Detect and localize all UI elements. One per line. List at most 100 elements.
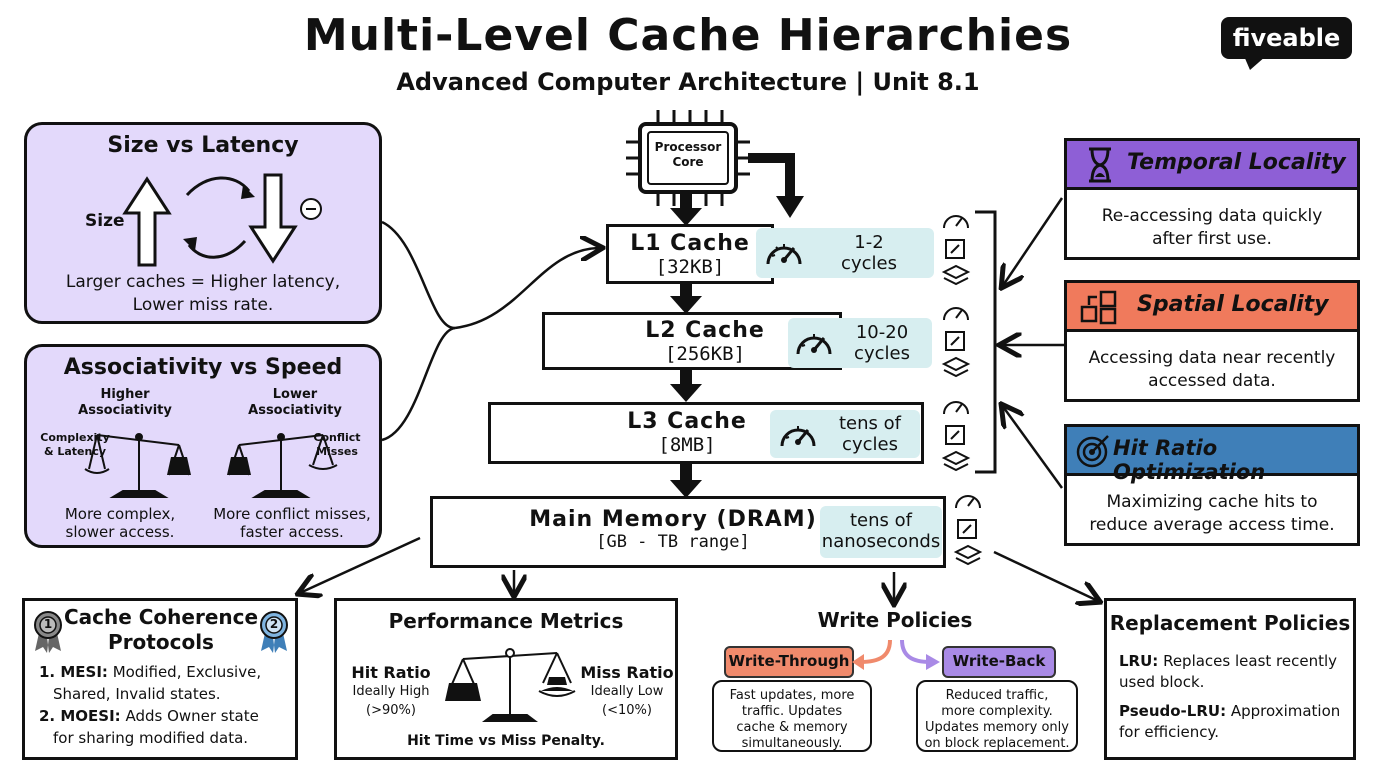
spatial-locality-title: Spatial Locality xyxy=(1137,292,1329,317)
l3-cache-size: [8MB] xyxy=(658,434,716,456)
higher-assoc-caption-line2: slower access. xyxy=(65,523,175,541)
l3-cache-name: L3 Cache xyxy=(627,409,747,434)
spatial-locality-card: Spatial Locality Accessing data near rec… xyxy=(1064,280,1360,402)
badge-1-icon xyxy=(34,611,62,653)
higher-assoc-line1: Higher xyxy=(100,387,150,402)
main-memory-latency-line1: tens of xyxy=(850,510,912,531)
write-through-note: Fast updates, more traffic. Updates cach… xyxy=(712,680,872,752)
miss-ratio-sub2: (<10%) xyxy=(602,703,652,718)
gauge-icon xyxy=(766,244,802,265)
hit-ratio-body-line2: reduce average access time. xyxy=(1089,515,1335,535)
hit-ratio-label: Hit Ratio xyxy=(351,663,431,682)
write-through-note-line2: traffic. Updates xyxy=(741,704,843,719)
main-memory-name: Main Memory (DRAM) xyxy=(529,507,817,532)
write-back-note: Reduced traffic, more complexity. Update… xyxy=(916,680,1078,752)
l3-latency-line2: cycles xyxy=(842,434,898,455)
write-policies-section: Write Policies Write-Through Write-Back … xyxy=(700,600,1090,760)
miss-ratio-sub1: Ideally Low xyxy=(590,684,664,699)
l1-latency-line2: cycles xyxy=(841,253,897,274)
main-memory-latency-line2: nanoseconds xyxy=(821,531,941,552)
hit-ratio-sub2: (>90%) xyxy=(366,703,416,718)
page-subtitle: Advanced Computer Architecture | Unit 8.… xyxy=(396,68,980,96)
chip-icon xyxy=(626,110,750,206)
coherence-title-line1: Cache Coherence xyxy=(63,605,259,629)
temporal-locality-header xyxy=(1067,141,1357,190)
complexity-weight-line1: Complexity xyxy=(40,431,110,444)
main-memory-latency-badge: tens of nanoseconds xyxy=(820,506,942,558)
l2-latency-line1: 10-20 xyxy=(855,322,909,343)
size-latency-caption-line2: Lower miss rate. xyxy=(132,295,274,315)
metric-icons-l3 xyxy=(941,401,971,472)
hit-ratio-optimization-card: Hit Ratio Optimization Maximizing cache … xyxy=(1064,424,1360,546)
l1-cache-box: L1 Cache [32KB] xyxy=(606,224,774,284)
metric-icons-memory xyxy=(953,495,983,566)
l2-cache-name: L2 Cache xyxy=(645,318,765,343)
metrics-title: Performance Metrics xyxy=(388,609,624,633)
metric-icons-l1 xyxy=(941,215,971,286)
l1-latency-line1: 1-2 xyxy=(854,232,884,253)
size-vs-latency-card: Size vs Latency Size Larger caches = Hig… xyxy=(24,122,382,324)
blocks-icon xyxy=(1080,290,1117,325)
plru-line1: Approximation xyxy=(1226,702,1341,720)
processor-label-line2: Core xyxy=(672,155,704,169)
badge-1-number: 1 xyxy=(43,617,53,631)
lower-assoc-line2: Associativity xyxy=(248,403,342,418)
write-through-note-line1: Fast updates, more xyxy=(729,688,855,703)
hit-ratio-sub1: Ideally High xyxy=(352,684,430,699)
badge-2-number: 2 xyxy=(269,617,279,631)
hit-ratio-optimization-title: Hit Ratio Optimization xyxy=(1113,436,1266,484)
spatial-locality-body-line2: accessed data. xyxy=(1148,371,1276,391)
l3-latency-badge: tens of cycles xyxy=(770,410,920,458)
complexity-weight-line2: & Latency xyxy=(43,445,107,458)
performance-metrics-card: Performance Metrics Hit Ratio Ideally Hi… xyxy=(334,598,678,760)
l2-latency-badge: 10-20 cycles xyxy=(788,318,932,368)
write-back-note-line1: Reduced traffic, xyxy=(945,688,1049,703)
metrics-balance-icon xyxy=(445,648,576,722)
assoc-vs-speed-title: Associativity vs Speed xyxy=(63,355,343,380)
badge-2-icon xyxy=(260,611,288,653)
page-title: Multi-Level Cache Hierarchies xyxy=(303,10,1073,61)
logo-tail-icon xyxy=(1244,56,1266,70)
replacement-title: Replacement Policies xyxy=(1109,611,1351,635)
lru-line2: used block. xyxy=(1119,673,1205,691)
temporal-locality-card: Temporal Locality Re-accessing data quic… xyxy=(1064,138,1360,260)
spatial-locality-body-line1: Accessing data near recently xyxy=(1088,348,1336,368)
lru-prefix: LRU: xyxy=(1119,652,1159,670)
write-back-note-line3: Updates memory only xyxy=(925,720,1069,735)
l1-cache-name: L1 Cache xyxy=(630,231,750,256)
balance-scales-icon xyxy=(84,433,338,498)
temporal-locality-body-line1: Re-accessing data quickly xyxy=(1101,206,1323,226)
higher-assoc-caption-line1: More complex, xyxy=(64,505,176,523)
miss-ratio-label: Miss Ratio xyxy=(580,663,674,682)
mesi-prefix: 1. MESI: xyxy=(39,663,108,681)
temporal-locality-title: Temporal Locality xyxy=(1127,150,1346,175)
write-back-label: Write-Back xyxy=(942,646,1056,678)
gauge-icon xyxy=(780,426,816,447)
mesi-line2: Shared, Invalid states. xyxy=(53,685,221,703)
lower-assoc-line1: Lower xyxy=(272,387,318,402)
hit-ratio-optimization-header xyxy=(1067,427,1357,476)
l2-cache-size: [256KB] xyxy=(664,343,746,365)
processor-label-line1: Processor xyxy=(654,140,722,154)
write-through-note-line3: cache & memory xyxy=(736,720,848,735)
size-latency-cycle-icon xyxy=(122,173,322,267)
l2-latency-line2: cycles xyxy=(854,343,910,364)
lower-assoc-caption-line1: More conflict misses, xyxy=(213,505,371,523)
coherence-title-line2: Protocols xyxy=(108,630,214,654)
l1-latency-badge: 1-2 cycles xyxy=(756,228,934,278)
write-through-label: Write-Through xyxy=(724,646,854,678)
brand-logo[interactable]: fiveable xyxy=(1221,17,1352,59)
assoc-vs-speed-card: Associativity vs Speed Higher Associativ… xyxy=(24,344,382,548)
mesi-line1: Modified, Exclusive, xyxy=(107,663,262,681)
replacement-policies-card: Replacement Policies LRU: Replaces least… xyxy=(1104,598,1356,760)
hit-ratio-body-line1: Maximizing cache hits to xyxy=(1106,492,1318,512)
higher-assoc-line2: Associativity xyxy=(78,403,172,418)
moesi-line1: Adds Owner state xyxy=(120,707,259,725)
cache-coherence-card: 1 2 Cache Coherence Protocols 1. MESI: M… xyxy=(22,598,298,760)
l1-cache-size: [32KB] xyxy=(655,256,725,278)
plru-prefix: Pseudo-LRU: xyxy=(1119,702,1227,720)
temporal-locality-body-line2: after first use. xyxy=(1152,229,1272,249)
processor-core: Processor Core xyxy=(622,108,754,208)
l3-latency-line1: tens of xyxy=(839,413,901,434)
plru-line2: for efficiency. xyxy=(1119,723,1220,741)
